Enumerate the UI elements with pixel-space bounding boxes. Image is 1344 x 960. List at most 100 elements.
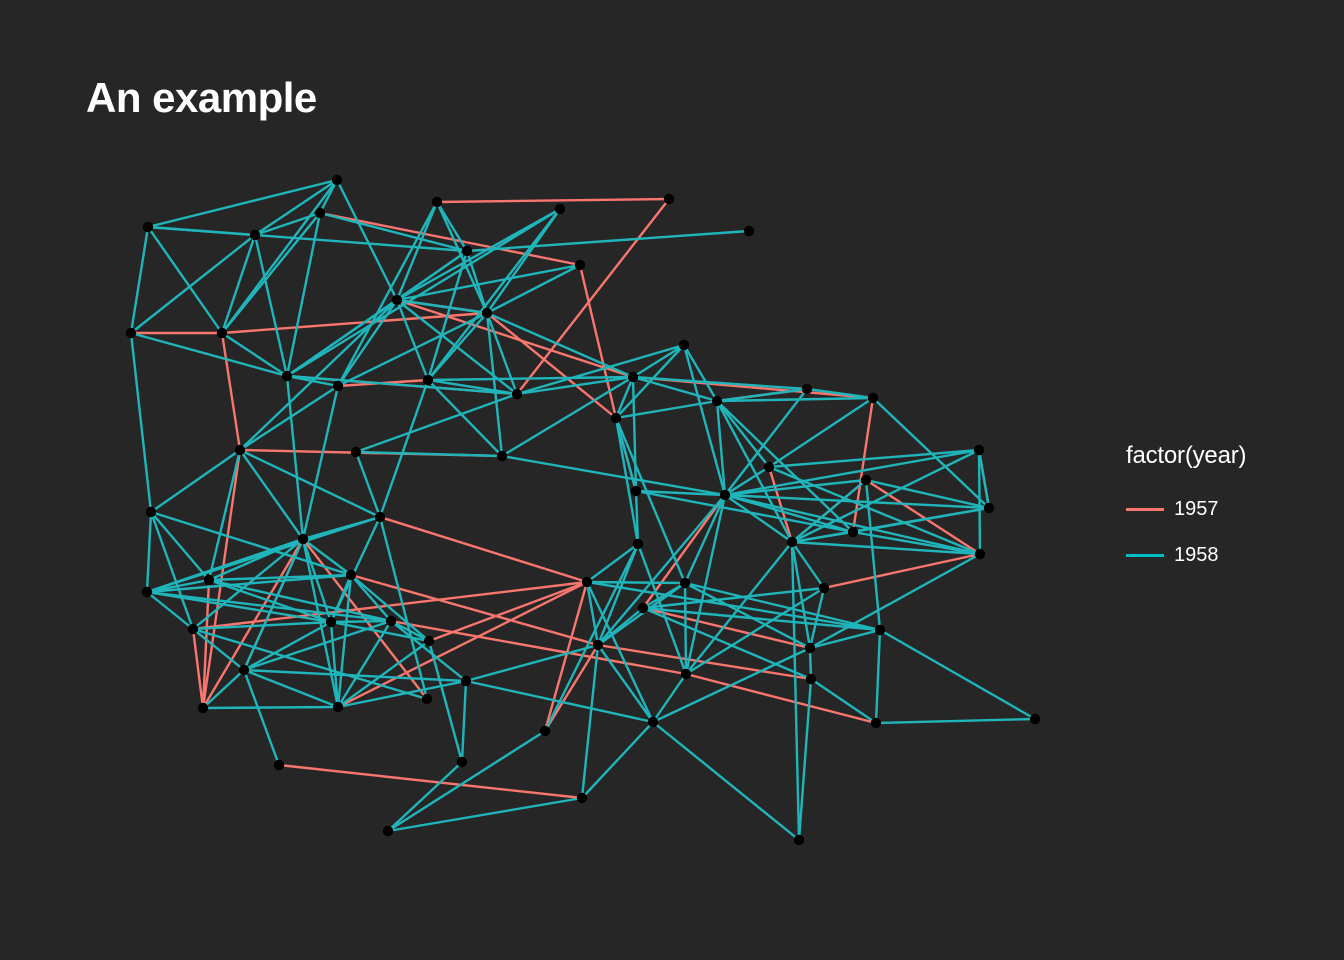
edge-1958-124 bbox=[301, 537, 333, 624]
edge-1958-39 bbox=[336, 298, 399, 388]
edge-1958-176 bbox=[242, 668, 468, 683]
node-36 bbox=[145, 506, 157, 518]
edge-1958-183 bbox=[809, 677, 878, 725]
edge-1957-26 bbox=[201, 537, 305, 710]
node-52 bbox=[874, 624, 886, 636]
edge-1958-22 bbox=[426, 207, 562, 382]
edge-1958-68 bbox=[715, 387, 809, 403]
edge-1958-120 bbox=[145, 537, 305, 594]
legend-item-1958: 1958 bbox=[1126, 532, 1246, 578]
edge-1958-200 bbox=[354, 450, 382, 519]
edge-1958-188 bbox=[874, 717, 1037, 725]
edge-1958-198 bbox=[238, 384, 340, 452]
edge-1958-66 bbox=[614, 416, 640, 546]
edge-1958-6 bbox=[129, 225, 150, 335]
node-20 bbox=[610, 412, 622, 424]
plot-title: An example bbox=[86, 74, 317, 121]
node-34 bbox=[847, 526, 859, 538]
node-48 bbox=[325, 616, 337, 628]
edge-1958-17 bbox=[336, 200, 439, 388]
edge-1958-153 bbox=[641, 606, 882, 632]
edge-1958-110 bbox=[790, 540, 812, 650]
edges-1958 bbox=[129, 178, 1037, 842]
edge-1958-148 bbox=[683, 581, 688, 676]
edge-1958-0 bbox=[146, 178, 339, 229]
edge-1957-19 bbox=[684, 672, 878, 725]
node-38 bbox=[297, 533, 309, 545]
edge-1958-49 bbox=[426, 378, 504, 458]
edge-1958-151 bbox=[684, 586, 826, 676]
edge-1958-170 bbox=[878, 628, 1037, 721]
edge-1958-180 bbox=[336, 619, 393, 709]
edge-1958-15 bbox=[220, 211, 322, 335]
edge-1958-33 bbox=[220, 331, 289, 378]
legend-item-1957: 1957 bbox=[1126, 486, 1246, 532]
node-61 bbox=[539, 725, 551, 737]
edge-1958-97 bbox=[864, 478, 991, 510]
edge-1957-35 bbox=[336, 580, 589, 709]
node-18 bbox=[627, 371, 639, 383]
legend-label-1958: 1958 bbox=[1174, 543, 1219, 566]
node-21 bbox=[711, 395, 723, 407]
edge-1958-92 bbox=[723, 493, 855, 534]
edge-1957-17 bbox=[349, 573, 600, 647]
edge-1957-10 bbox=[578, 263, 618, 420]
node-8 bbox=[574, 259, 586, 271]
edge-1958-187 bbox=[580, 720, 655, 800]
edge-1958-100 bbox=[977, 448, 991, 510]
edge-1958-1 bbox=[253, 178, 339, 237]
edge-1958-132 bbox=[145, 590, 195, 631]
node-51 bbox=[592, 639, 604, 651]
node-59 bbox=[805, 673, 817, 685]
edge-1958-55 bbox=[631, 343, 686, 379]
edge-1958-186 bbox=[651, 720, 801, 842]
edge-1958-23 bbox=[395, 207, 562, 302]
edge-1958-34 bbox=[285, 298, 399, 378]
edge-1958-29 bbox=[485, 263, 582, 315]
edge-1958-150 bbox=[808, 586, 826, 650]
edge-1958-146 bbox=[596, 581, 687, 647]
node-45 bbox=[818, 582, 830, 594]
edge-1958-161 bbox=[389, 619, 431, 643]
node-1 bbox=[142, 221, 154, 233]
edge-1958-62 bbox=[682, 343, 719, 403]
edge-1958-181 bbox=[651, 672, 688, 724]
edge-1958-173 bbox=[242, 668, 340, 709]
edge-1958-61 bbox=[614, 343, 686, 420]
edge-1958-107 bbox=[808, 552, 982, 650]
edge-1958-48 bbox=[301, 384, 340, 541]
edge-1958-60 bbox=[500, 375, 635, 458]
edge-1958-89 bbox=[723, 448, 981, 497]
edge-1958-139 bbox=[349, 573, 393, 623]
node-42 bbox=[345, 569, 357, 581]
node-9 bbox=[743, 225, 755, 237]
edge-1958-54 bbox=[354, 392, 519, 454]
edge-1958-163 bbox=[336, 639, 431, 709]
edge-1958-83 bbox=[634, 489, 727, 497]
node-27 bbox=[630, 485, 642, 497]
edge-1958-159 bbox=[329, 620, 340, 709]
edge-1958-21 bbox=[285, 207, 562, 378]
node-39 bbox=[632, 538, 644, 550]
edge-1958-156 bbox=[329, 619, 393, 624]
edge-1958-194 bbox=[191, 620, 333, 631]
node-22 bbox=[801, 383, 813, 395]
edge-1958-168 bbox=[808, 628, 882, 650]
edge-1958-31 bbox=[129, 331, 289, 378]
edge-1958-147 bbox=[683, 581, 812, 650]
edge-1958-179 bbox=[201, 705, 340, 710]
edge-1957-28 bbox=[277, 763, 584, 800]
edge-1958-141 bbox=[336, 573, 353, 709]
edge-1958-35 bbox=[395, 298, 489, 315]
edge-1958-133 bbox=[145, 590, 333, 624]
node-15 bbox=[332, 380, 344, 392]
edge-1958-25 bbox=[465, 229, 751, 253]
edge-1958-165 bbox=[464, 643, 600, 683]
edge-1958-177 bbox=[460, 679, 468, 764]
edge-1958-42 bbox=[426, 311, 489, 382]
edge-1958-82 bbox=[500, 454, 727, 497]
edge-1958-77 bbox=[767, 396, 875, 469]
edge-1958-112 bbox=[790, 540, 801, 842]
edge-1958-71 bbox=[715, 399, 727, 497]
